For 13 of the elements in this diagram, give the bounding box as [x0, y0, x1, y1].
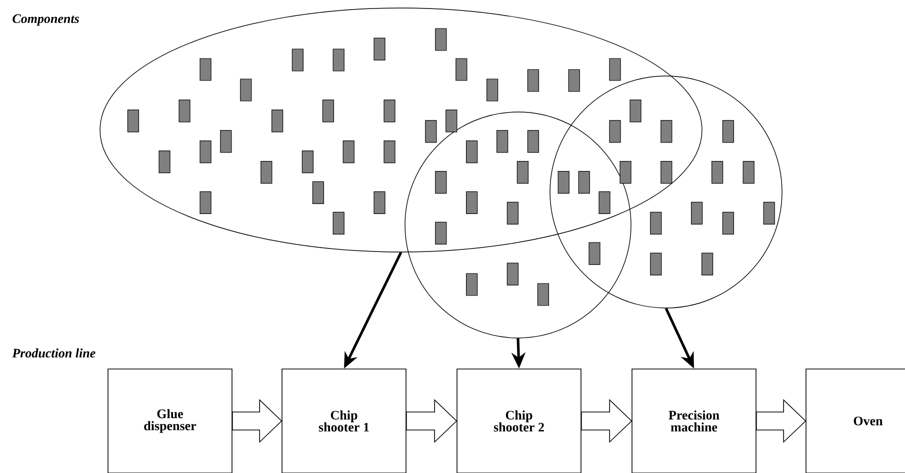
- process-box: Chip shooter 1: [282, 368, 406, 473]
- circle-outline: [404, 112, 632, 338]
- block-arrow: [232, 399, 282, 443]
- process-box: Chip shooter 2: [456, 368, 582, 473]
- heading: Components: [12, 14, 79, 26]
- section-label: Production line: [12, 348, 96, 358]
- circle-outline: [550, 76, 782, 308]
- process-box: Precision machine: [632, 368, 756, 473]
- process-box: Glue dispenser: [108, 368, 232, 473]
- block-arrow: [581, 399, 632, 443]
- block-arrow: [756, 399, 806, 443]
- block-arrow: [406, 399, 458, 443]
- process-box: Oven: [806, 368, 905, 473]
